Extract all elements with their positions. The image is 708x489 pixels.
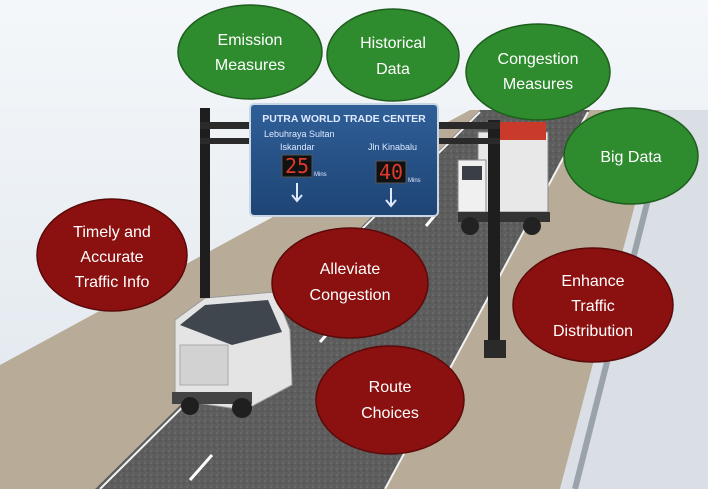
bubble-historical-line2: Data [376,61,410,78]
sign-right-route: Jln Kinabalu [368,142,417,152]
bubble-alleviate-shape [271,227,429,339]
bubble-big-data-shape [563,107,699,205]
bubble-enhance-line1: Enhance [561,273,624,290]
bubble-timely-line3: Traffic Info [75,274,150,291]
bubble-enhance-line2: Traffic [571,298,615,315]
bubble-timely-line1: Timely and [73,224,151,241]
sign-left-route-line2: Iskandar [280,142,315,152]
bubble-historical-line1: Historical [360,35,426,52]
bubble-timely-line2: Accurate [80,249,143,266]
sign-right-unit: Mins [408,178,421,184]
bubble-alleviate-congestion: Alleviate Congestion [271,227,429,339]
bubble-alleviate-line1: Alleviate [320,261,381,278]
sign-board: PUTRA WORLD TRADE CENTER Lebuhraya Sulta… [249,103,439,217]
bubble-emission-measures: Emission Measures [177,4,323,100]
bubble-route-shape [315,345,465,455]
bubble-enhance-distribution: Enhance Traffic Distribution [512,247,674,363]
bubble-emission-line1: Emission [218,32,283,49]
bubble-enhance-line3: Distribution [553,323,633,340]
bubble-historical-shape [326,8,460,102]
bubble-historical-data: Historical Data [326,8,460,102]
bubble-alleviate-line2: Congestion [310,287,391,304]
bubble-congestion-measures-line1: Congestion [498,51,579,68]
bubble-route-line1: Route [369,379,412,396]
bubble-big-data-line1: Big Data [600,149,661,166]
bubble-congestion-measures-shape [465,23,611,121]
sign-left-unit: Mins [314,172,327,178]
bubble-timely-shape [36,198,188,312]
sign-title: PUTRA WORLD TRADE CENTER [262,113,426,125]
sign-left-route-line1: Lebuhraya Sultan [264,129,335,139]
bubble-timely-info: Timely and Accurate Traffic Info [36,198,188,312]
bubble-congestion-measures: Congestion Measures [465,23,611,121]
sign-left-time: 25 [285,154,309,178]
right-time-display [375,160,407,184]
left-time-display [281,154,313,178]
sign-right-time: 40 [379,160,403,184]
bubble-emission-shape [177,4,323,100]
right-down-arrow-icon [385,188,397,208]
bubble-emission-line2: Measures [215,57,285,74]
bubble-route-choices: Route Choices [315,345,465,455]
van [172,291,293,418]
bubble-big-data: Big Data [563,107,699,205]
left-down-arrow-icon [291,183,303,203]
bubble-route-line2: Choices [361,405,419,422]
bubble-congestion-measures-line2: Measures [503,76,573,93]
bubble-enhance-shape [512,247,674,363]
